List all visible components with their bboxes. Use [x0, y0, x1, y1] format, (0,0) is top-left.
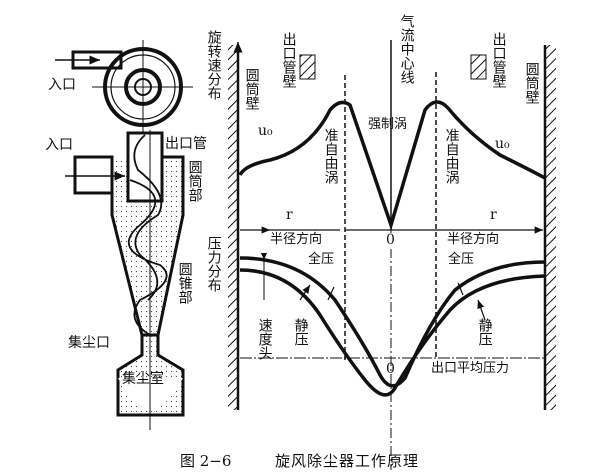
- u0-left-label: u₀: [258, 123, 273, 139]
- velocity-distribution-plot: [228, 40, 556, 470]
- radial-direction-right-label: 半径方向: [447, 232, 500, 247]
- outlet-pipe-wall-right-label: 出口管壁: [490, 32, 507, 88]
- total-pressure-curve: [239, 256, 546, 388]
- cylinder-wall-left-label: 圆筒壁: [243, 68, 260, 110]
- velocity-head-label: 速度头: [256, 318, 273, 360]
- cyclone-top-view: [55, 40, 193, 145]
- quasi-free-vortex-right-label: 准自由涡: [443, 128, 460, 184]
- cone-part-label: 圆锥部: [176, 262, 193, 304]
- figure-title: 旋风除尘器工作原理: [275, 452, 420, 470]
- r-right-label: r: [490, 207, 497, 223]
- velocity-axis-label: 旋转速分布: [205, 30, 222, 100]
- dust-chamber-label: 集尘室: [122, 371, 164, 387]
- figure-number: 图 2−6: [180, 452, 232, 470]
- inlet-top-label: 入口: [48, 77, 76, 93]
- inlet-side-label: 入口: [45, 137, 73, 153]
- forced-vortex-label: 强制涡: [368, 117, 408, 132]
- pressure-distribution-plot: [239, 253, 546, 397]
- centerline-label: 气流中心线: [398, 14, 415, 84]
- total-pressure-left-label: 全压: [308, 252, 335, 267]
- dust-outlet-label: 集尘口: [68, 335, 110, 351]
- outlet-pipe-wall-right-hatch: [470, 54, 487, 80]
- outlet-pipe-wall-left-hatch: [299, 54, 316, 80]
- tangential-velocity-curve: [238, 100, 546, 231]
- total-pressure-right-label: 全压: [448, 252, 475, 267]
- outlet-pipe-label: 出口管: [165, 136, 207, 152]
- cyclone-side-view: [65, 130, 185, 430]
- static-pressure-left-label: 静压: [292, 318, 309, 346]
- origin-zero-velocity: 0: [386, 232, 395, 249]
- cylinder-wall-right-label: 圆筒壁: [523, 62, 540, 104]
- outlet-pipe-wall-left-label: 出口管壁: [280, 32, 297, 88]
- radial-direction-left-label: 半径方向: [270, 232, 323, 247]
- static-pressure-curve: [239, 268, 546, 397]
- static-pressure-right-label: 静压: [476, 318, 493, 346]
- outlet-mean-pressure-label: 出口平均压力: [431, 361, 510, 377]
- origin-zero-pressure: 0: [386, 361, 395, 377]
- cylinder-part-label: 圆筒部: [186, 160, 203, 202]
- quasi-free-vortex-left-label: 准自由涡: [322, 128, 339, 184]
- pressure-axis-label: 压力分布: [205, 236, 222, 292]
- r-left-label: r: [286, 207, 293, 223]
- u0-right-label: u₀: [495, 136, 510, 152]
